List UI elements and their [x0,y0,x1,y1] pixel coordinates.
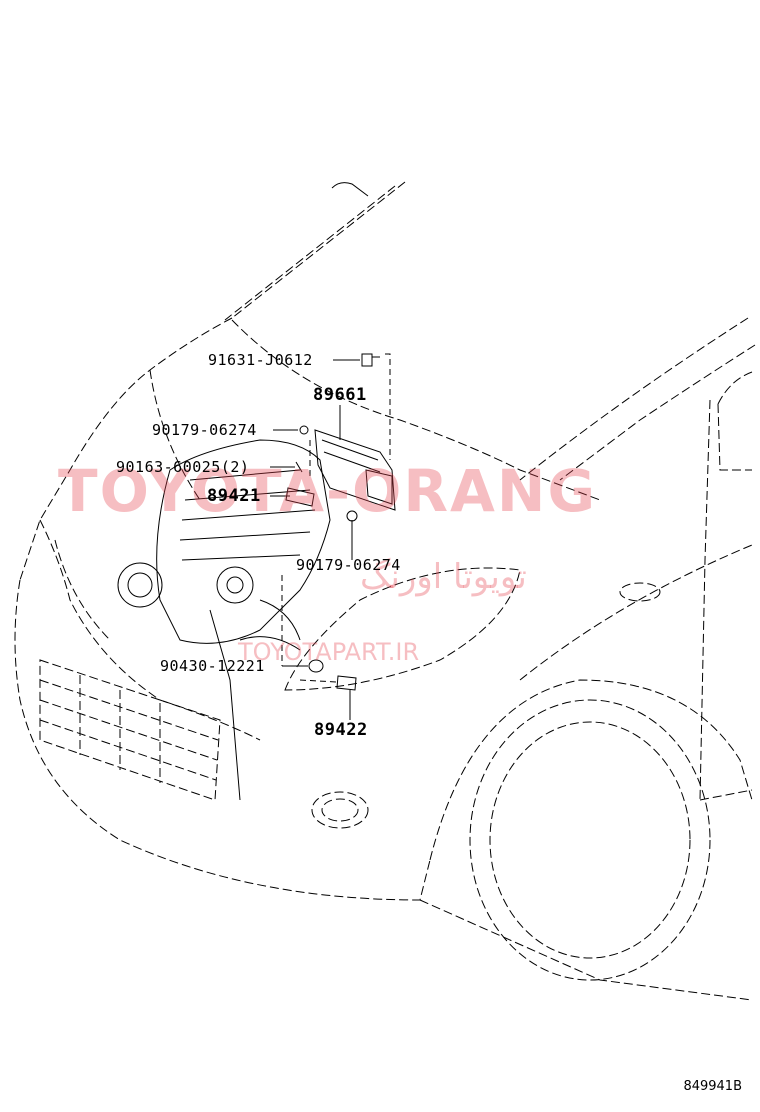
part-label-91631-j0612: 91631-J0612 [208,351,313,369]
engine-assembly [118,440,330,800]
part-label-90163-60025: 90163-60025(2) [116,458,250,476]
part-label-89421: 89421 [207,486,261,506]
part-label-89422: 89422 [314,720,368,740]
part-label-90179-06274-upper: 90179-06274 [152,421,257,439]
illustration-code: 849941B [683,1079,742,1094]
part-label-90179-06274-lower: 90179-06274 [296,556,401,574]
body-outline [15,182,755,1000]
parts-callouts [270,354,395,720]
part-label-90430-12221: 90430-12221 [160,657,265,675]
part-label-89661: 89661 [313,385,367,405]
